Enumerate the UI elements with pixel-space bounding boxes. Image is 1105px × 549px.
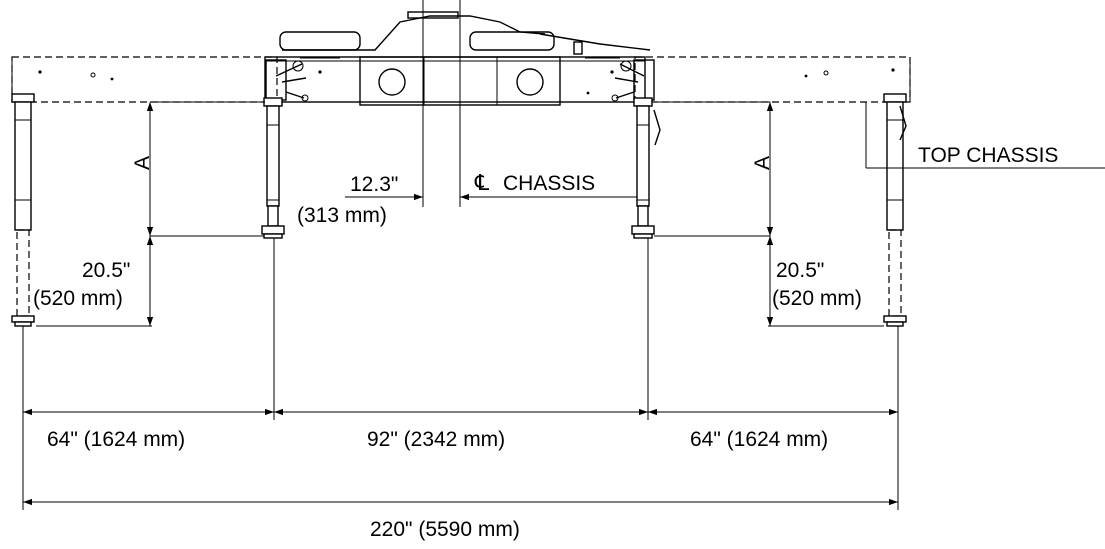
offset-inch-label: 12.3" [350,173,398,196]
outer-left-jack [11,93,35,327]
offset-mm-label: (313 mm) [297,204,387,227]
outer-right-jack [883,93,907,327]
inner-left-jack [261,97,285,239]
span-center-label: 92" (2342 mm) [367,428,505,451]
right-height-variable: A [751,156,774,170]
left-height-dimension [36,101,265,327]
right-stroke-mm-label: (520 mm) [772,287,862,310]
center-outrigger-box [264,11,651,106]
left-latch-icon [265,59,309,102]
left-stroke-inch-label: 20.5" [82,259,130,282]
left-pin-hole-icon [378,68,406,96]
left-height-variable: A [131,156,154,170]
span-dimensions [22,238,899,510]
span-right-label: 64" (1624 mm) [690,428,828,451]
right-outrigger-beam [634,56,911,103]
top-chassis-leader [865,102,1105,169]
span-left-label: 64" (1624 mm) [47,428,185,451]
centerline-label: CHASSIS [503,172,595,195]
right-stroke-inch-label: 20.5" [776,259,824,282]
right-latch-icon [611,59,655,102]
left-stroke-mm-label: (520 mm) [33,287,123,310]
centerline-symbol: ℄ [474,170,490,195]
left-outrigger-beam [11,56,278,103]
top-chassis-label: TOP CHASSIS [918,144,1058,167]
right-height-dimension [652,101,884,327]
centerline-lines [422,0,461,207]
right-pin-hole-icon [516,68,544,96]
inner-right-jack [631,97,661,239]
span-total-label: 220" (5590 mm) [370,518,520,541]
